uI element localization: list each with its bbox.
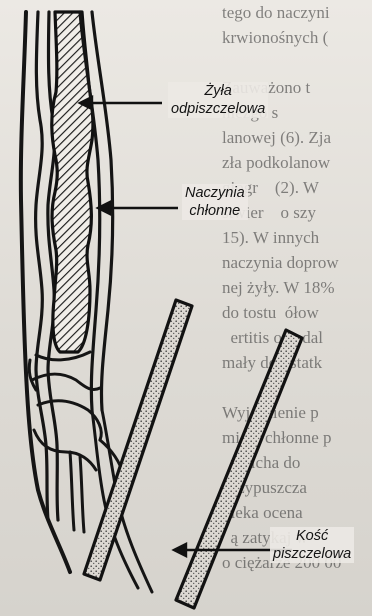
saphenous-vein-label-line1: Żyła	[204, 83, 231, 99]
saphenous-vein-label: Żyła odpiszczelowa	[168, 82, 268, 118]
lymph-vessels-label-line1: Naczynia	[185, 185, 245, 201]
vein-leader-arrow	[80, 97, 162, 109]
lymph-vessels-label: Naczynia chłonne	[182, 184, 248, 220]
lymph-vessel-left	[36, 12, 58, 520]
lymph-vessels-label-line2: chłonne	[189, 203, 240, 219]
tibia-bone-label-line1: Kość	[296, 528, 328, 544]
tibia-bone-label: Kość piszczelowa	[270, 527, 354, 563]
tibia-bone-label-line2: piszczelowa	[273, 546, 351, 562]
lymph-leader-arrow	[98, 202, 178, 214]
saphenous-vein-label-line2: odpiszczelowa	[171, 101, 265, 117]
